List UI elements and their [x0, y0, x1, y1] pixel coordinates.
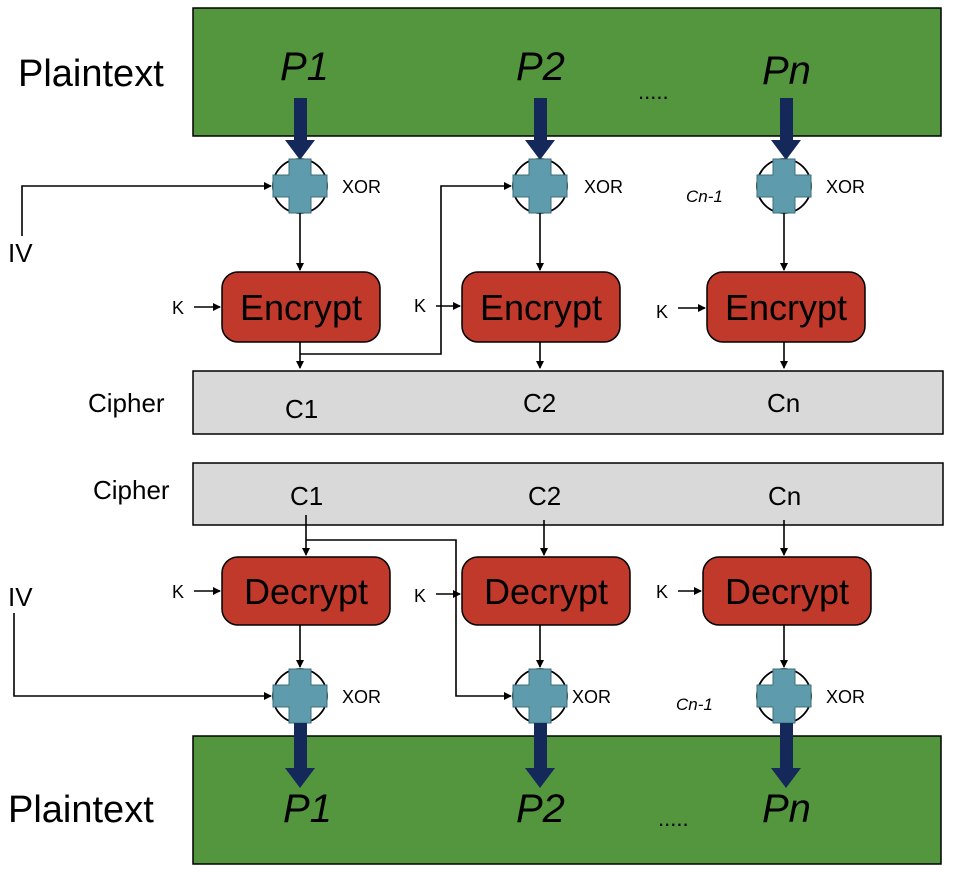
enc-chain-line	[300, 182, 512, 355]
encrypt-box-n	[706, 271, 866, 343]
decrypt-box-1	[221, 556, 391, 626]
dec-ellipsis: .....	[658, 806, 689, 831]
enc-xor-n-icon	[756, 158, 812, 214]
enc-xor-1-label: XOR	[342, 177, 381, 197]
enc-cipher-c1: C1	[285, 394, 318, 424]
enc-ellipsis: .....	[638, 79, 669, 104]
dec-prev-cipher-label: Cn-1	[676, 695, 713, 714]
dec-arrow-pn	[771, 723, 801, 788]
enc-arrow-pn	[771, 98, 801, 160]
dec-key-2-label: K	[414, 586, 426, 606]
enc-cipher-cn: Cn	[767, 388, 800, 418]
enc-iv-label: IV	[8, 238, 33, 268]
decrypt-box-1-label: Decrypt	[244, 571, 368, 612]
dec-xor-1-label: XOR	[342, 687, 381, 707]
dec-iv-line	[13, 613, 272, 700]
enc-key-2-label: K	[414, 296, 426, 316]
enc-plaintext-label: Plaintext	[18, 53, 164, 95]
dec-xor-n-icon	[756, 668, 812, 724]
encrypt-box-2-label: Encrypt	[480, 287, 602, 328]
decrypt-box-2	[461, 556, 631, 626]
dec-chain-line	[306, 539, 512, 700]
dec-cipher-c2: C2	[528, 481, 561, 511]
enc-xor-n-label: XOR	[826, 177, 865, 197]
dec-xor-1-icon	[272, 668, 328, 724]
dec-xor-n-label: XOR	[826, 687, 865, 707]
encrypt-box-2	[461, 271, 621, 343]
dec-key-n-label: K	[656, 582, 668, 602]
dec-cipher-bar	[192, 462, 944, 526]
enc-prev-cipher-label: Cn-1	[686, 187, 723, 206]
dec-plaintext-bar	[192, 735, 942, 865]
dec-xor-2-label: XOR	[572, 687, 611, 707]
enc-cipher-bar	[192, 370, 944, 435]
enc-block-pn: Pn	[762, 49, 811, 93]
enc-cipher-c2: C2	[523, 388, 556, 418]
enc-block-p2: P2	[516, 45, 565, 89]
dec-arrow-p1	[285, 723, 315, 788]
dec-block-pn: Pn	[762, 787, 811, 831]
dec-cipher-c1: C1	[290, 481, 323, 511]
dec-plaintext-label: Plaintext	[8, 789, 154, 831]
enc-xor-2-icon	[512, 158, 568, 214]
dec-xor-2-icon	[512, 668, 568, 724]
dec-key-1-label: K	[172, 582, 184, 602]
encrypt-box-1	[221, 271, 381, 343]
enc-plaintext-bar	[192, 7, 942, 137]
dec-iv-label: IV	[8, 582, 33, 612]
encrypt-box-n-label: Encrypt	[725, 287, 847, 328]
enc-arrow-p2	[525, 98, 555, 160]
encrypt-box-1-label: Encrypt	[240, 287, 362, 328]
dec-block-p2: P2	[516, 787, 565, 831]
decrypt-box-n-label: Decrypt	[725, 571, 849, 612]
enc-key-1-label: K	[172, 298, 184, 318]
enc-arrow-p1	[285, 98, 315, 160]
dec-cipher-label: Cipher	[93, 475, 170, 505]
decrypt-box-2-label: Decrypt	[484, 571, 608, 612]
dec-cipher-cn: Cn	[768, 481, 801, 511]
dec-block-p1: P1	[283, 787, 332, 831]
enc-cipher-label: Cipher	[88, 388, 165, 418]
enc-key-n-label: K	[656, 302, 668, 322]
enc-block-p1: P1	[280, 45, 329, 89]
enc-iv-line	[21, 182, 272, 236]
dec-arrow-p2	[525, 723, 555, 788]
decrypt-box-n	[702, 556, 872, 626]
enc-xor-2-label: XOR	[584, 177, 623, 197]
enc-xor-1-icon	[272, 158, 328, 214]
